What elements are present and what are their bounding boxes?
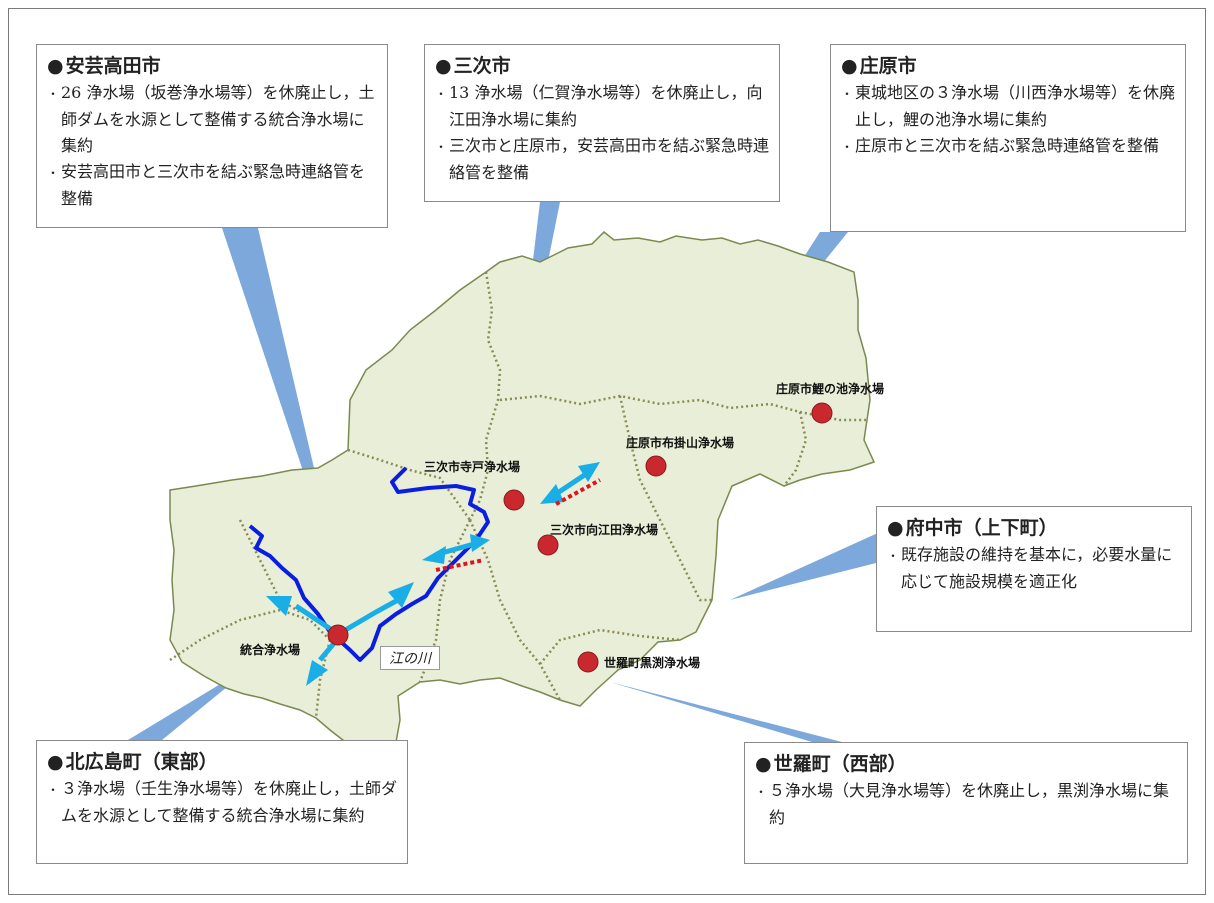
callout-title: ●北広島町（東部） [47,751,218,773]
water-flow-arrows [266,462,600,686]
label-nunokakeyama: 庄原市布掛山浄水場 [626,436,735,450]
callout-fuchu: ●府中市（上下町） 既存施設の維持を基本に，必要水量に応じて施設規模を適正化 [876,506,1192,632]
callout-akitakata: ●安芸高田市 26 浄水場（坂巻浄水場等）を休廃止し，土師ダムを水源として整備す… [36,44,388,228]
marker-terado [503,489,525,511]
river-label: 江の川 [380,646,440,670]
label-koinoike: 庄原市鯉の池浄水場 [776,382,885,396]
river-line [248,466,490,662]
pointer-fuchu [730,532,880,600]
callout-item: 東城地区の３浄水場（川西浄水場等）を休廃止し，鯉の池浄水場に集約 [841,80,1175,133]
region-outline [169,230,876,749]
marker-koinoike [811,402,833,424]
marker-mukoeda [537,534,559,556]
callout-item: ５浄水場（大見浄水場等）を休廃止し，黒渕浄水場に集約 [755,778,1177,831]
facility-markers [327,402,833,673]
pointer-sera [610,682,842,742]
marker-kurobuchi [577,651,599,673]
callout-kitahiroshima: ●北広島町（東部） ３浄水場（壬生浄水場等）を休廃止し，土師ダムを水源として整備… [36,740,408,864]
callout-item: 26 浄水場（坂巻浄水場等）を休廃止し，土師ダムを水源として整備する統合浄水場に… [47,80,377,159]
callout-sera: ●世羅町（西部） ５浄水場（大見浄水場等）を休廃止し，黒渕浄水場に集約 [744,742,1188,864]
callout-title: ●安芸高田市 [47,55,161,77]
label-togo: 統合浄水場 [240,643,301,657]
marker-nunokakeyama [645,455,667,477]
callout-item: 安芸高田市と三次市を結ぶ緊急時連絡管を整備 [47,159,377,212]
callout-item: 13 浄水場（仁賀浄水場等）を休廃止し，向江田浄水場に集約 [435,80,769,133]
callout-item: ３浄水場（壬生浄水場等）を休廃止し，土師ダムを水源として整備する統合浄水場に集約 [47,776,397,829]
callout-title: ●世羅町（西部） [755,753,907,775]
label-mukoeda: 三次市向江田浄水場 [550,523,659,537]
callout-title: ●三次市 [435,55,511,77]
label-kurobuchi: 世羅町黒渕浄水場 [604,656,701,670]
emergency-connection-pipes [435,478,601,572]
callout-item: 庄原市と三次市を結ぶ緊急時連絡管を整備 [841,133,1175,160]
callout-miyoshi: ●三次市 13 浄水場（仁賀浄水場等）を休廃止し，向江田浄水場に集約 三次市と庄… [424,44,780,202]
callout-title: ●府中市（上下町） [887,517,1058,539]
callout-title: ●庄原市 [841,55,917,77]
label-terado: 三次市寺戸浄水場 [424,460,521,474]
marker-togo [327,624,349,646]
callout-item: 三次市と庄原市，安芸高田市を結ぶ緊急時連絡管を整備 [435,133,769,186]
callout-item: 既存施設の維持を基本に，必要水量に応じて施設規模を適正化 [887,542,1181,595]
callout-shobara: ●庄原市 東城地区の３浄水場（川西浄水場等）を休廃止し，鯉の池浄水場に集約 庄原… [830,44,1186,232]
